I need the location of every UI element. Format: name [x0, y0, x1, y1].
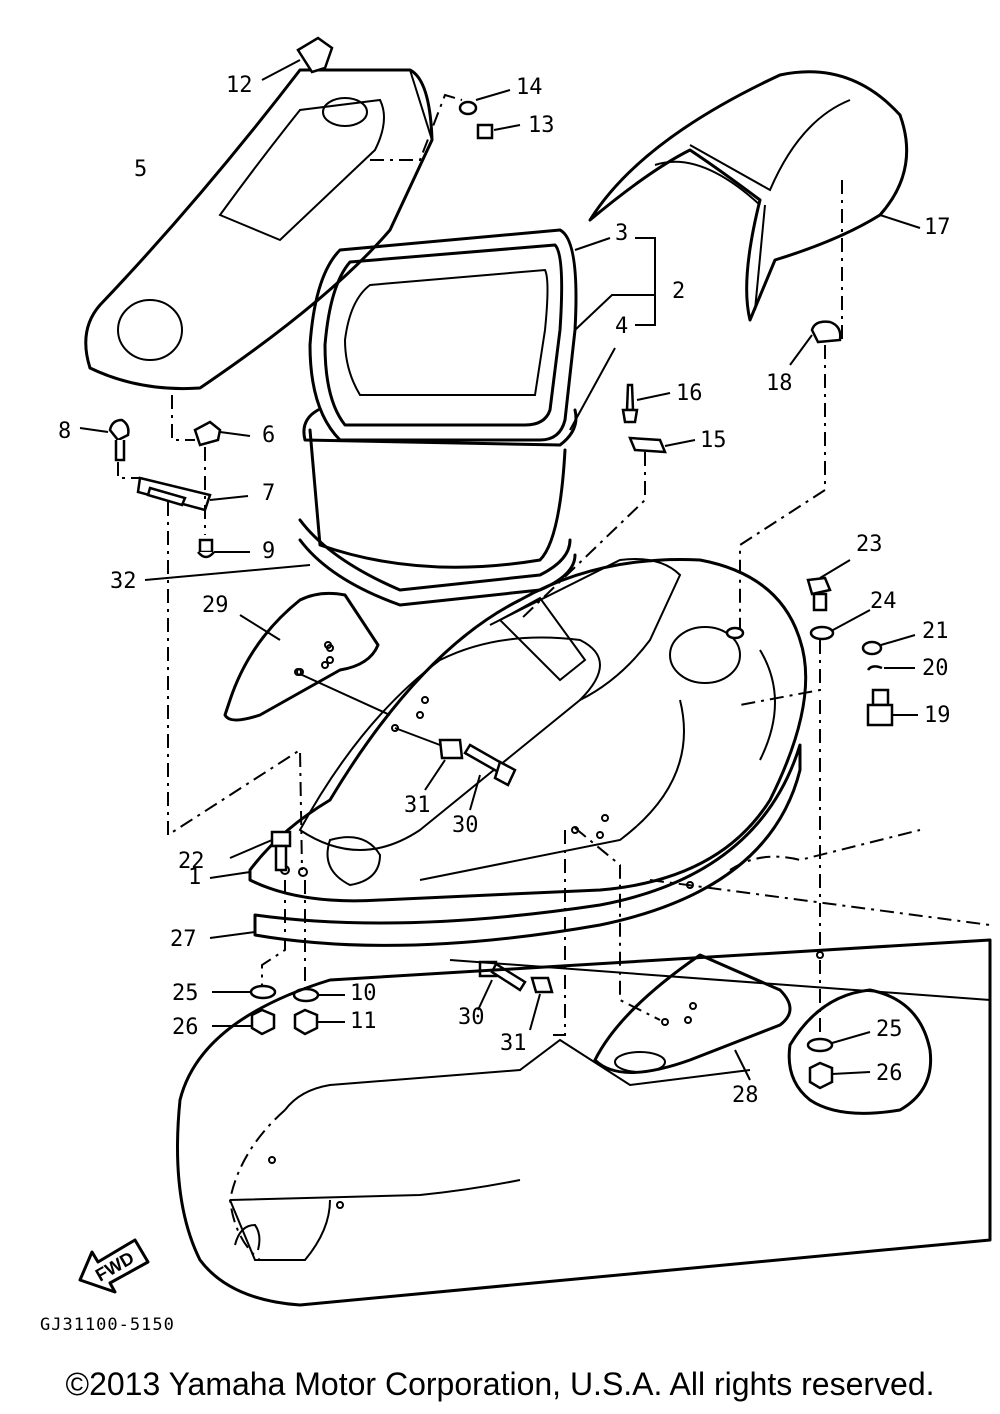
rear-knob-part — [739, 320, 842, 635]
callout-14: 14 — [516, 75, 543, 100]
rear-fastener-parts — [739, 559, 918, 945]
callout-25-rear: 25 — [876, 1017, 903, 1042]
callout-8: 8 — [58, 419, 71, 444]
callout-7: 7 — [262, 481, 275, 506]
callout-20: 20 — [922, 656, 949, 681]
callout-26-rear: 26 — [876, 1061, 903, 1086]
deck-part — [209, 558, 808, 903]
callout-19: 19 — [924, 703, 951, 728]
knob-part — [261, 36, 334, 81]
callout-labels: 1 2 3 4 5 6 7 8 9 10 11 12 13 14 15 16 1… — [58, 73, 951, 1108]
callout-30: 30 — [452, 813, 479, 838]
bolt-and-collar-parts-upper — [394, 727, 517, 811]
callout-5: 5 — [134, 157, 147, 182]
callout-17: 17 — [924, 215, 951, 240]
callout-23: 23 — [856, 532, 883, 557]
side-panel-left-part — [223, 591, 391, 722]
gasket-leader-line — [144, 564, 311, 581]
callout-2: 2 — [672, 279, 685, 304]
callout-15: 15 — [700, 428, 727, 453]
callout-9: 9 — [262, 539, 275, 564]
forward-direction-arrow: FWD — [78, 1238, 150, 1294]
callout-10: 10 — [350, 981, 377, 1006]
pin-and-plate-parts — [519, 383, 696, 621]
callout-11: 11 — [350, 1009, 377, 1034]
callout-12: 12 — [226, 73, 253, 98]
callout-25: 25 — [172, 981, 199, 1006]
callout-18: 18 — [766, 371, 793, 396]
callout-22: 22 — [178, 849, 205, 874]
callout-30-lower: 30 — [458, 1005, 485, 1030]
callout-24: 24 — [870, 589, 897, 614]
callout-27: 27 — [170, 927, 197, 952]
hull-part — [176, 829, 992, 1307]
side-panel-right-part — [574, 827, 792, 1081]
callout-28: 28 — [732, 1083, 759, 1108]
bracket-assembly-parts — [79, 395, 251, 559]
callout-4: 4 — [615, 314, 628, 339]
callout-16: 16 — [676, 381, 703, 406]
grommet-and-screw-parts — [370, 89, 521, 161]
drawing-code: GJ31100-5150 — [40, 1315, 175, 1335]
callout-3: 3 — [615, 221, 628, 246]
callout-29: 29 — [202, 593, 229, 618]
deck-gasket-part — [209, 743, 802, 947]
callout-31: 31 — [404, 793, 431, 818]
callout-13: 13 — [528, 113, 555, 138]
rear-hull-patch-part — [787, 960, 933, 1115]
front-fastener-parts — [212, 880, 345, 1036]
rear-cover-part — [588, 70, 921, 345]
callout-32: 32 — [110, 569, 137, 594]
copyright-notice: ©2013 Yamaha Motor Corporation, U.S.A. A… — [65, 1366, 935, 1402]
storage-box-part — [298, 228, 656, 607]
bolt-part-22 — [167, 502, 303, 872]
callout-1: 1 — [188, 865, 201, 890]
callout-6: 6 — [262, 423, 275, 448]
callout-21: 21 — [922, 619, 949, 644]
front-hood-part — [84, 68, 434, 391]
callout-26: 26 — [172, 1015, 199, 1040]
callout-31-lower: 31 — [500, 1031, 527, 1056]
